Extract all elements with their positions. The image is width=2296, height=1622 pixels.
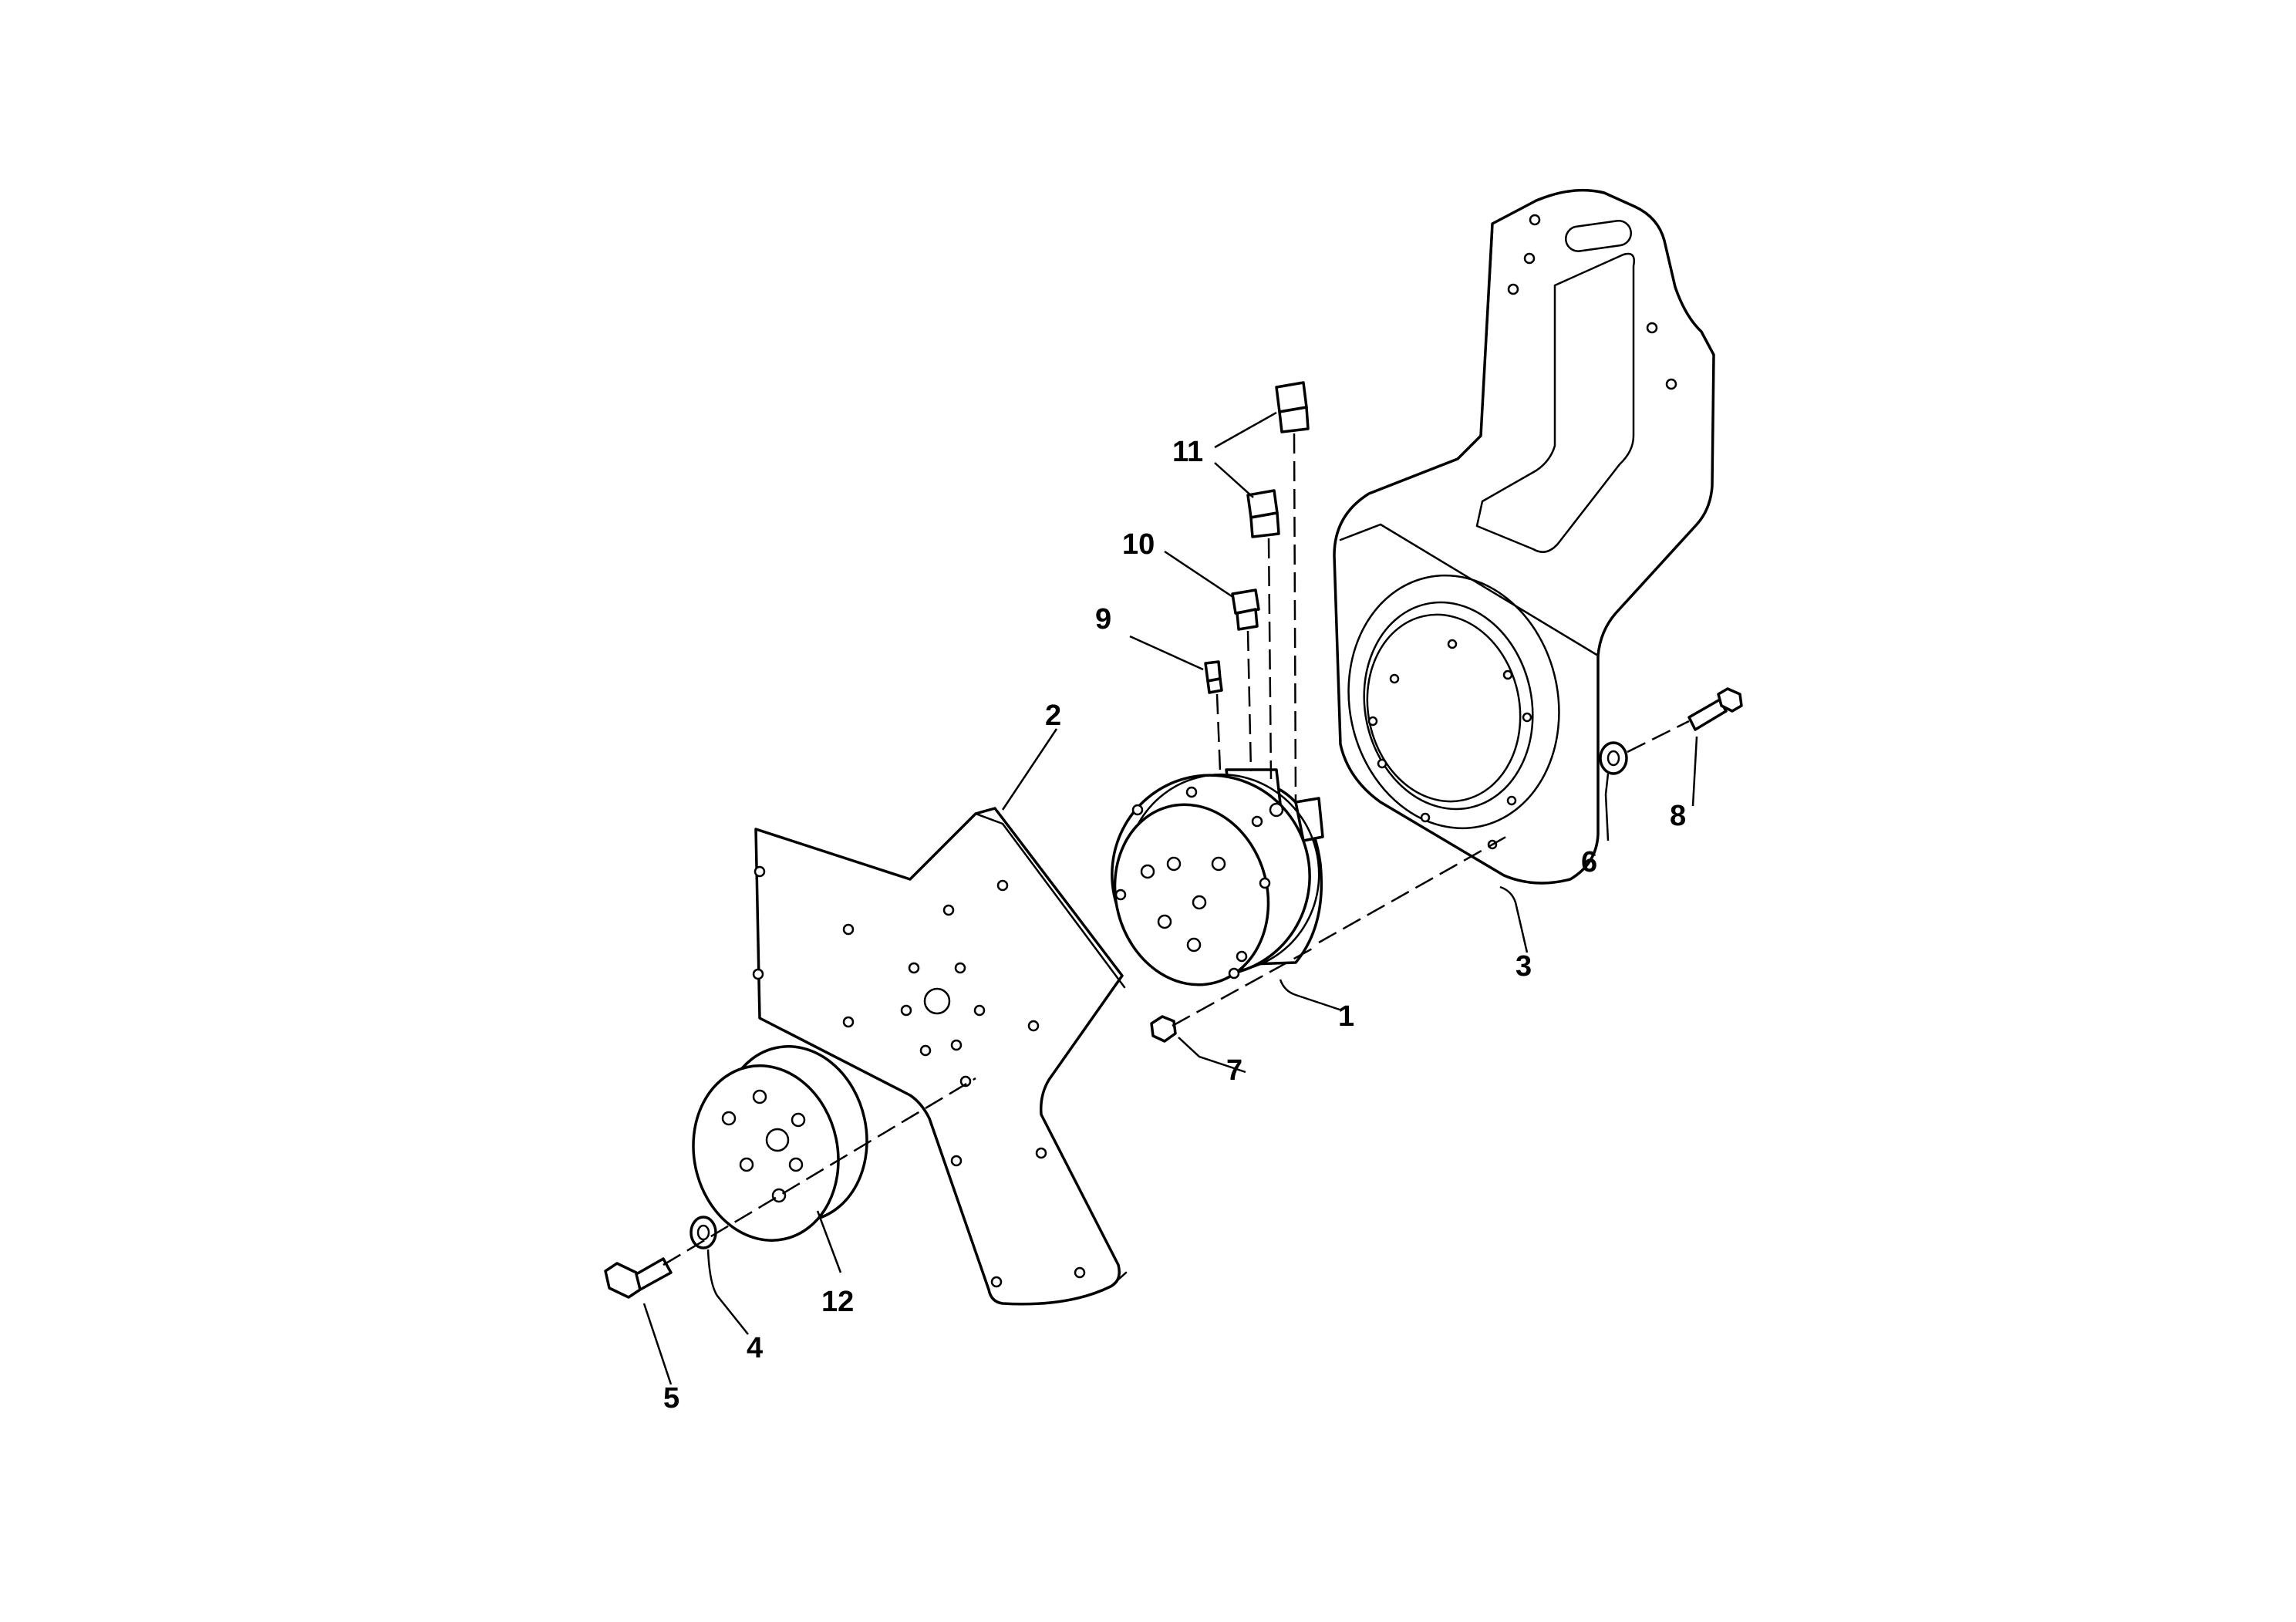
flat-plate-part: [752, 807, 1128, 1306]
callout-3: 3: [1515, 950, 1532, 983]
bolt-8-part: [1687, 687, 1743, 731]
callout-4: 4: [747, 1332, 763, 1364]
callout-7: 7: [1226, 1054, 1242, 1087]
mounting-bracket-part: [1333, 188, 1715, 885]
callout-6: 6: [1581, 846, 1597, 878]
hub-part: [692, 1045, 868, 1242]
washer-6-part: [1599, 741, 1628, 775]
hydraulic-motor-part: [1111, 768, 1324, 986]
fitting-11-lower-part: [1246, 489, 1280, 538]
callout-10: 10: [1122, 528, 1155, 561]
callout-5: 5: [663, 1382, 679, 1415]
fitting-9-part: [1204, 660, 1223, 694]
callout-9: 9: [1095, 603, 1111, 636]
washer-4-part: [689, 1216, 717, 1249]
callout-11: 11: [1172, 436, 1203, 468]
fitting-11-upper-part: [1275, 381, 1310, 433]
callout-8: 8: [1670, 800, 1686, 832]
callout-1: 1: [1338, 1000, 1354, 1033]
callout-2: 2: [1045, 700, 1061, 732]
nut-7-part: [1150, 1015, 1177, 1043]
fitting-10-part: [1231, 588, 1260, 631]
callout-labels: 1 2 3 4 5 6 7 8 9 10 11 12: [663, 436, 1686, 1415]
assembly-axes: [663, 433, 1690, 1266]
leader-lines: [642, 411, 1698, 1385]
bolt-5-part: [604, 1257, 673, 1299]
callout-12: 12: [821, 1286, 854, 1318]
